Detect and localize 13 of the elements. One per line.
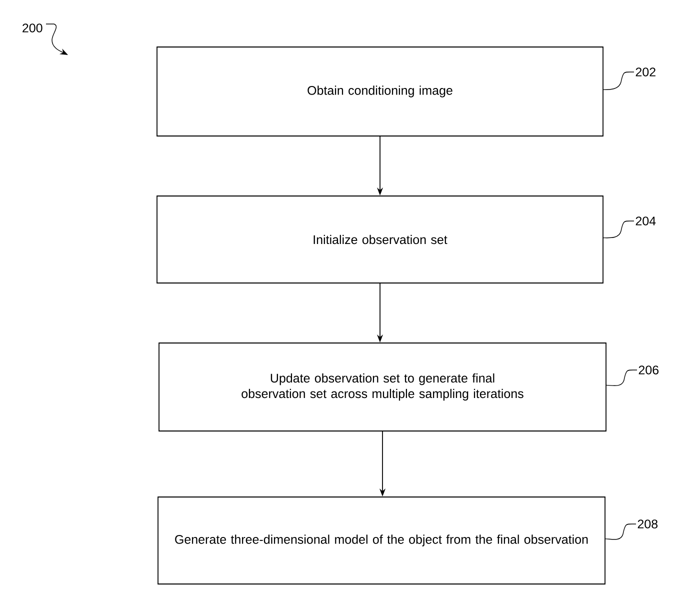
leader-line bbox=[602, 72, 634, 90]
leader-line bbox=[604, 524, 636, 540]
reference-numeral: 204 bbox=[636, 216, 656, 226]
process-box: Obtain conditioning image bbox=[156, 46, 604, 136]
reference-numeral: 208 bbox=[638, 520, 658, 528]
figure-number: 200 bbox=[22, 24, 42, 32]
reference-numeral: 202 bbox=[636, 68, 656, 76]
process-box: Generate three-dimensional model of the object from the final observation bbox=[158, 496, 606, 584]
reference-numeral: 206 bbox=[638, 366, 658, 374]
process-box: Initialize observation set bbox=[156, 196, 604, 284]
process-box: Update observation set to generate final observation set across multiple sampling iterations bbox=[158, 342, 606, 432]
leader-line bbox=[606, 370, 638, 386]
leader-line bbox=[602, 220, 634, 238]
